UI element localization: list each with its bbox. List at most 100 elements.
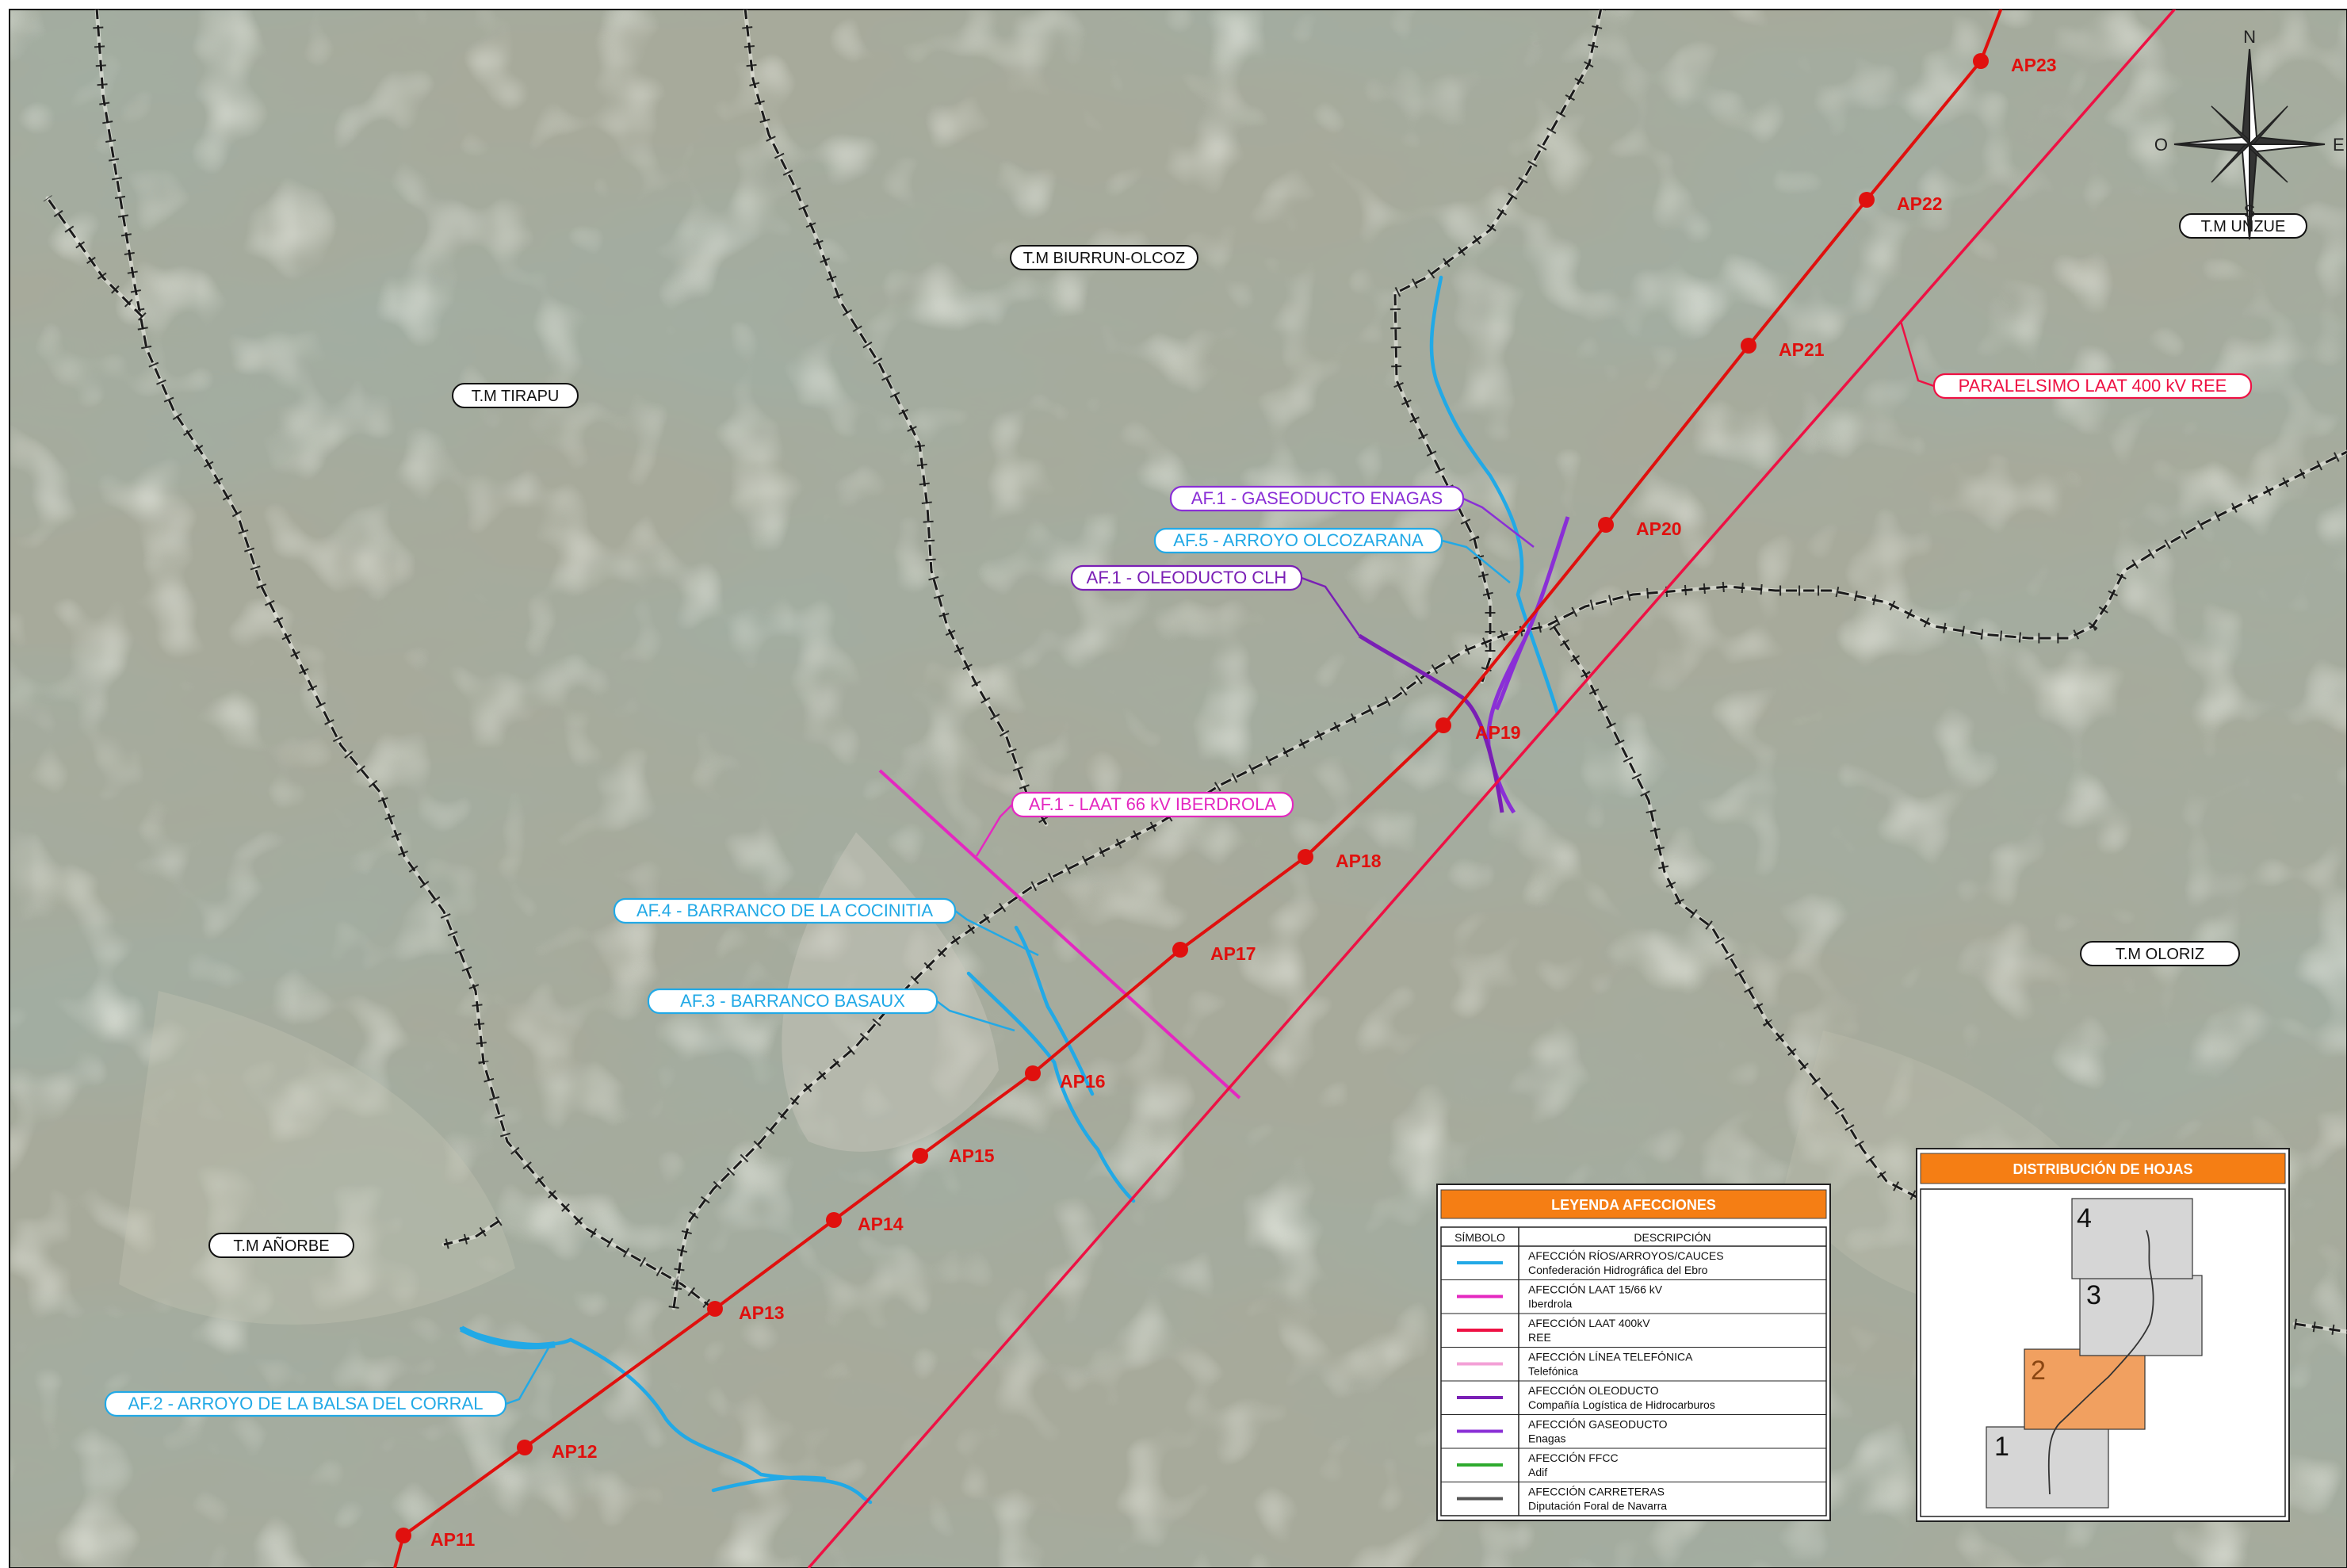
callout-text-oleoducto: AF.1 - OLEODUCTO CLH [1087, 568, 1287, 587]
callout-text-cocinitia: AF.4 - BARRANCO DE LA COCINITIA [636, 901, 933, 920]
legend-title: LEYENDA AFECCIONES [1551, 1197, 1716, 1213]
road-6 [2294, 1322, 2347, 1333]
sheet-distribution-panel: DISTRIBUCIÓN DE HOJAS 1 2 3 4 [1916, 1148, 2290, 1522]
legend-row-3: AFECCIÓN LAAT 400kV REE [1441, 1313, 1826, 1344]
sheet-2-current[interactable] [2024, 1348, 2146, 1430]
legend-col-symbol: SÍMBOLO [1454, 1231, 1505, 1244]
tower-label-ap16: AP16 [1060, 1071, 1106, 1092]
tower-label-ap21: AP21 [1779, 339, 1825, 360]
callout-text-olcozarana: AF.5 - ARROYO OLCOZARANA [1173, 530, 1424, 550]
compass-west: O [2154, 135, 2168, 155]
legend-desc-line2-4: Telefónica [1528, 1365, 1578, 1378]
legend-desc-line2-1: Confederación Hidrográfica del Ebro [1528, 1264, 1708, 1276]
sheets-title: DISTRIBUCIÓN DE HOJAS [2013, 1161, 2192, 1177]
map-lines [43, 10, 2347, 1568]
road-5 [1552, 625, 1917, 1199]
sheet-1[interactable] [1986, 1426, 2109, 1509]
tower-marker-ap14[interactable] [826, 1212, 842, 1228]
tower-marker-ap20[interactable] [1598, 517, 1614, 533]
road-8 [443, 1219, 500, 1246]
tower-label-ap19: AP19 [1475, 722, 1521, 743]
callout-text-gaseoducto: AF.1 - GASEODUCTO ENAGAS [1191, 488, 1443, 508]
legend-row-7: AFECCIÓN FFCC Adif [1441, 1448, 1826, 1478]
compass-south: S [2244, 201, 2256, 221]
legend-desc-line2-2: Iberdrola [1528, 1298, 1572, 1310]
sheet-label-4: 4 [2077, 1203, 2092, 1233]
tower-marker-ap11[interactable] [396, 1528, 411, 1543]
municipality-label-4: T.M OLORIZ [2080, 941, 2240, 966]
sheet-3[interactable] [2079, 1275, 2203, 1356]
legend-desc-line1-7: AFECCIÓN FFCC [1528, 1451, 1619, 1464]
road-1-ticks [91, 10, 721, 1317]
callout-oleoducto[interactable]: AF.1 - OLEODUCTO CLH [1070, 564, 1361, 637]
legend-desc-line1-4: AFECCIÓN LÍNEA TELEFÓNICA [1528, 1351, 1693, 1363]
road-2 [743, 10, 1048, 825]
callout-balsa[interactable]: AF.2 - ARROYO DE LA BALSA DEL CORRAL [104, 1343, 552, 1417]
compass-rose-icon: N S E O [2154, 27, 2345, 240]
route-sketch-line [2047, 1230, 2154, 1495]
callout-leader-paralelismo [1899, 320, 1935, 388]
tower-label-ap17: AP17 [1210, 943, 1256, 964]
callout-leader-oleoducto [1301, 576, 1361, 637]
callout-paralelismo[interactable]: PARALELSIMO LAAT 400 kV REE [1899, 320, 2253, 400]
legend-desc-line1-8: AFECCIÓN CARRETERAS [1528, 1486, 1665, 1498]
callout-basaux[interactable]: AF.3 - BARRANCO BASAUX [647, 988, 1015, 1032]
municipality-name-2: T.M BIURRUN-OLCOZ [1023, 250, 1185, 267]
sheet-label-2: 2 [2031, 1356, 2046, 1386]
sheet-label-1: 1 [1994, 1432, 2009, 1462]
tower-label-ap22: AP22 [1897, 193, 1943, 214]
callout-text-balsa: AF.2 - ARROYO DE LA BALSA DEL CORRAL [128, 1394, 484, 1413]
tower-label-ap12: AP12 [552, 1441, 598, 1462]
legend-desc-line2-7: Adif [1528, 1466, 1547, 1478]
legend-row-8: AFECCIÓN CARRETERAS Diputación Foral de N… [1441, 1482, 1826, 1513]
callout-text-basaux: AF.3 - BARRANCO BASAUX [680, 991, 905, 1011]
legend-desc-line2-8: Diputación Foral de Navarra [1528, 1500, 1667, 1513]
callout-text-laat66: AF.1 - LAAT 66 kV IBERDROLA [1029, 794, 1277, 814]
road-3 [1393, 10, 1603, 683]
municipality-name-5: T.M AÑORBE [233, 1236, 329, 1255]
callout-leader-olcozarana [1441, 539, 1511, 583]
municipality-label-1: T.M TIRAPU [452, 383, 579, 408]
callout-cocinitia[interactable]: AF.4 - BARRANCO DE LA COCINITIA [613, 897, 1039, 957]
sheet-label-3: 3 [2086, 1280, 2101, 1310]
legend-desc-line1-6: AFECCIÓN GASEODUCTO [1528, 1418, 1668, 1431]
callout-leader-laat66 [975, 804, 1013, 857]
tower-label-ap14: AP14 [858, 1214, 904, 1234]
legend-desc-line2-3: REE [1528, 1331, 1551, 1344]
legend-desc-line2-5: Compañía Logística de Hidrocarburos [1528, 1398, 1715, 1411]
tower-marker-ap21[interactable] [1741, 338, 1756, 354]
tower-marker-ap19[interactable] [1435, 717, 1451, 733]
laat-400kv-ree-line [807, 10, 2177, 1568]
sheet-4[interactable] [2071, 1198, 2193, 1279]
tower-label-ap11: AP11 [430, 1529, 475, 1550]
tower-label-ap18: AP18 [1336, 851, 1382, 871]
tower-marker-ap16[interactable] [1025, 1065, 1041, 1081]
tower-marker-ap13[interactable] [707, 1301, 723, 1317]
compass-east: E [2333, 135, 2345, 155]
river-olcozarana [1429, 275, 1560, 716]
municipality-name-3: T.M UNZUE [2201, 218, 2286, 235]
laat-66kv-line [878, 769, 1241, 1100]
legend-desc-line1-2: AFECCIÓN LAAT 15/66 kV [1528, 1283, 1663, 1296]
legend-desc-line1-3: AFECCIÓN LAAT 400kV [1528, 1317, 1650, 1329]
municipality-label-5: T.M AÑORBE [208, 1233, 354, 1258]
tower-label-ap13: AP13 [739, 1302, 785, 1323]
road-7 [46, 197, 144, 319]
road-1 [95, 10, 718, 1314]
river-balsa-thick [460, 1325, 556, 1350]
tower-marker-ap12[interactable] [517, 1440, 533, 1455]
legend-row-4: AFECCIÓN LÍNEA TELEFÓNICA Telefónica [1441, 1347, 1826, 1378]
tower-marker-ap23[interactable] [1973, 53, 1989, 69]
callout-gaseoducto[interactable]: AF.1 - GASEODUCTO ENAGAS [1169, 485, 1535, 548]
tower-marker-ap17[interactable] [1172, 942, 1188, 958]
tower-marker-ap15[interactable] [912, 1148, 928, 1164]
tower-marker-ap18[interactable] [1298, 849, 1313, 865]
tower-label-ap15: AP15 [949, 1145, 995, 1166]
tower-label-ap23: AP23 [2011, 55, 2057, 75]
callout-laat66[interactable]: AF.1 - LAAT 66 kV IBERDROLA [975, 791, 1294, 857]
tower-marker-ap22[interactable] [1859, 192, 1875, 208]
compass-north: N [2243, 27, 2256, 47]
callout-olcozarana[interactable]: AF.5 - ARROYO OLCOZARANA [1153, 527, 1511, 583]
